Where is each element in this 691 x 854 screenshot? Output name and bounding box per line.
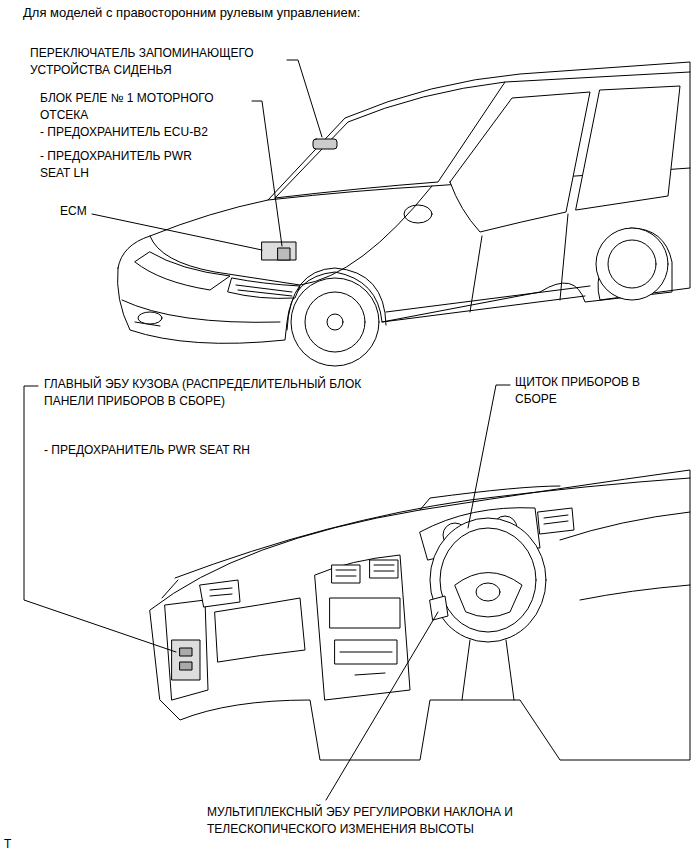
dashboard-drawing bbox=[430, 518, 546, 642]
dashboard-drawing bbox=[315, 555, 410, 700]
leader-line bbox=[326, 612, 438, 800]
leader-line bbox=[24, 60, 510, 800]
dashboard-drawing bbox=[340, 652, 392, 675]
car-drawing bbox=[327, 314, 343, 330]
part-label: - ПРЕДОХРАНИТЕЛЬ PWR SEAT LH bbox=[40, 148, 200, 182]
title: Для моделей с правосторонним рулевым упр… bbox=[23, 4, 360, 21]
dashboard-drawing bbox=[560, 512, 690, 600]
dashboard-drawing bbox=[455, 573, 522, 618]
car-drawing bbox=[138, 312, 162, 324]
car-drawing bbox=[228, 278, 300, 298]
dashboard-drawing bbox=[462, 640, 514, 700]
dashboard-drawing bbox=[440, 528, 536, 632]
part-label: ECM bbox=[60, 203, 87, 220]
car-drawing bbox=[118, 62, 691, 366]
dashboard-drawing bbox=[476, 583, 500, 601]
car-drawing bbox=[278, 248, 290, 260]
car-drawing bbox=[382, 286, 590, 322]
dashboard-drawing bbox=[180, 648, 192, 656]
part-label: - ПРЕДОХРАНИТЕЛЬ PWR SEAT RH bbox=[44, 442, 250, 459]
dashboard-drawing bbox=[430, 596, 448, 620]
dashboard-drawing bbox=[336, 565, 394, 576]
car-drawing bbox=[450, 92, 590, 232]
dashboard-drawing bbox=[200, 580, 240, 607]
dashboard-drawing bbox=[538, 508, 574, 534]
figure-code: T bbox=[4, 836, 11, 853]
dashboard-drawing bbox=[150, 470, 690, 760]
leader-line bbox=[252, 101, 282, 246]
dashboard-drawing bbox=[150, 470, 690, 760]
car-drawing bbox=[608, 240, 656, 288]
dashboard-drawing bbox=[210, 588, 232, 596]
car-drawing bbox=[505, 72, 690, 82]
leader-line bbox=[92, 214, 262, 250]
dashboard-drawing bbox=[544, 515, 568, 524]
leader-line bbox=[468, 385, 510, 528]
car-drawing bbox=[122, 300, 280, 326]
car-drawing bbox=[262, 242, 296, 260]
car-drawing bbox=[236, 285, 292, 296]
car-drawing bbox=[470, 214, 568, 312]
car-drawing bbox=[305, 292, 365, 352]
dashboard-drawing bbox=[180, 662, 192, 670]
car-drawing bbox=[313, 139, 337, 149]
part-label: БЛОК РЕЛЕ № 1 МОТОРНОГО ОТСЕКА bbox=[40, 90, 250, 124]
part-label: - ПРЕДОХРАНИТЕЛЬ ECU-B2 bbox=[40, 124, 208, 141]
leader-line bbox=[24, 386, 176, 652]
part-label: ЩИТОК ПРИБОРОВ В СБОРЕ bbox=[515, 374, 655, 408]
dashboard-drawing bbox=[332, 565, 360, 583]
dashboard-drawing bbox=[370, 560, 398, 578]
part-label: ПЕРЕКЛЮЧАТЕЛЬ ЗАПОМИНАЮЩЕГО УСТРОЙСТВА С… bbox=[30, 45, 286, 79]
car-drawing bbox=[291, 278, 379, 366]
car-drawing bbox=[596, 228, 668, 300]
dashboard-drawing bbox=[215, 598, 305, 662]
car-drawing bbox=[576, 86, 680, 210]
dashboard-drawing bbox=[330, 598, 400, 628]
part-label: МУЛЬТИПЛЕКСНЫЙ ЭБУ РЕГУЛИРОВКИ НАКЛОНА И… bbox=[207, 804, 552, 838]
part-label: ГЛАВНЫЙ ЭБУ КУЗОВА (РАСПРЕДЕЛИТЕЛЬНЫЙ БЛ… bbox=[44, 376, 366, 410]
dashboard-drawing bbox=[172, 640, 200, 680]
car-drawing bbox=[135, 252, 230, 290]
leader-line bbox=[287, 60, 322, 137]
